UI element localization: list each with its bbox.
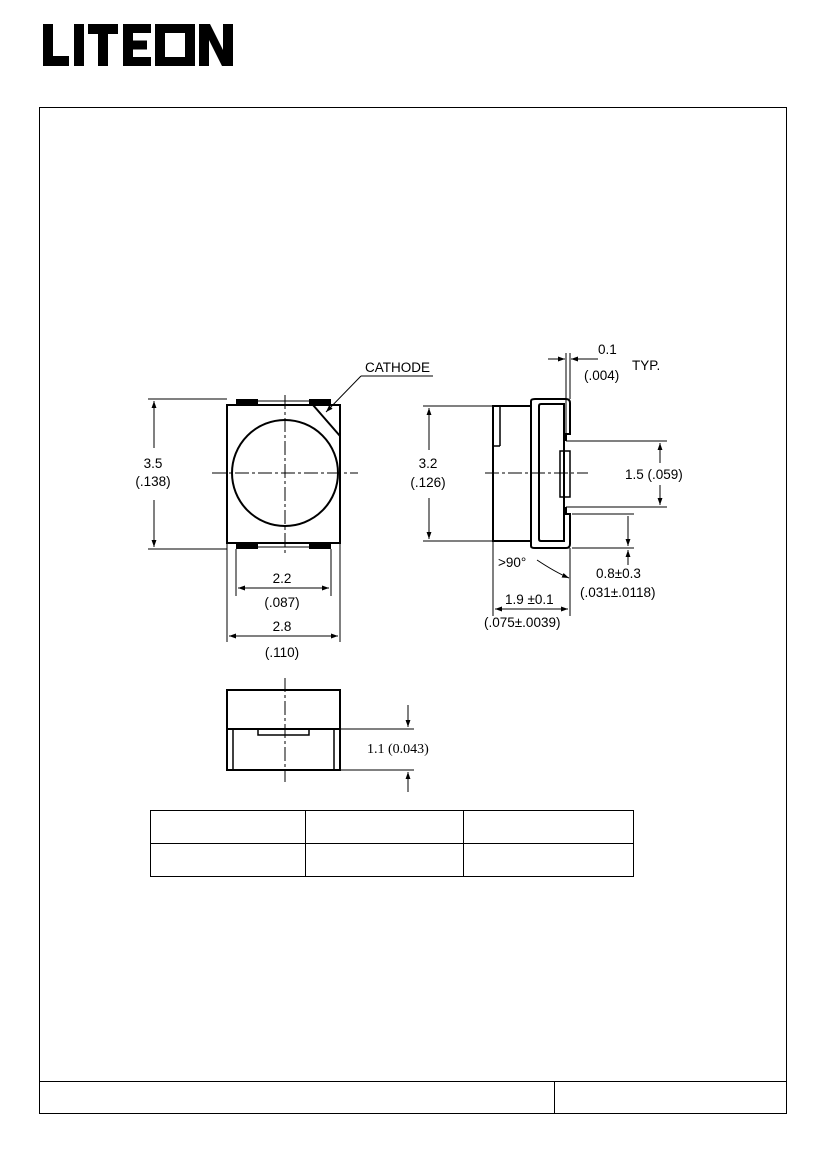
terminal-length-mm: 0.8±0.3 — [596, 566, 641, 581]
table-cell — [150, 843, 306, 877]
depth-in: (.075±.0039) — [484, 615, 560, 630]
cathode-label: CATHODE — [365, 360, 430, 375]
body-width-in: (.110) — [265, 645, 299, 660]
side-height-mm: 3.2 — [419, 456, 438, 471]
table-cell — [150, 810, 306, 844]
thickness-dim: 1.1 (0.043) — [367, 742, 429, 757]
table-cell — [305, 810, 464, 844]
drawing-frame — [39, 107, 787, 1114]
title-block-cell — [39, 1081, 555, 1114]
table-cell — [463, 843, 634, 877]
front-view — [148, 375, 433, 642]
pad-width-in: (.087) — [264, 595, 299, 610]
table-cell — [463, 810, 634, 844]
title-block — [39, 1081, 787, 1114]
table-row — [150, 843, 634, 877]
bottom-view — [226, 678, 414, 792]
cathode-chamfer — [312, 404, 341, 437]
table-cell — [305, 843, 464, 877]
depth-mm: 1.9 ±0.1 — [505, 592, 554, 607]
table-row — [150, 810, 634, 844]
lead-thickness-in: (.004) — [584, 368, 619, 383]
terminal-width: 1.5 (.059) — [625, 467, 683, 482]
typ-label: TYP. — [632, 358, 660, 373]
side-view — [423, 353, 667, 616]
front-height-in: (.138) — [135, 474, 170, 489]
liteon-logo — [43, 24, 233, 66]
table-row — [39, 1081, 787, 1114]
lead-thickness-mm: 0.1 — [598, 342, 617, 357]
title-block-cell — [554, 1081, 787, 1114]
angle-label: >90° — [498, 555, 526, 570]
side-height-in: (.126) — [410, 475, 445, 490]
front-height-mm: 3.5 — [144, 456, 163, 471]
body-width-mm: 2.8 — [273, 619, 292, 634]
spec-table — [150, 810, 634, 877]
terminal-length-in: (.031±.0118) — [580, 585, 655, 600]
pad-width-mm: 2.2 — [273, 571, 292, 586]
